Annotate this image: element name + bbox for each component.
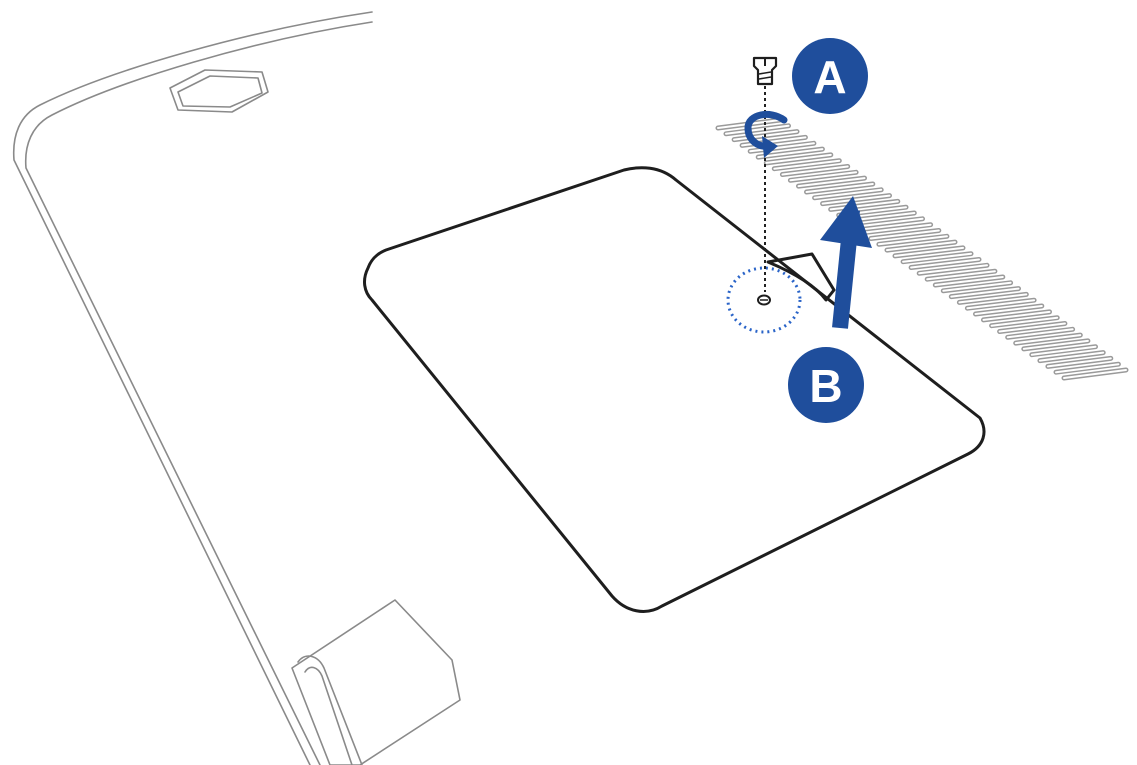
vent-slot-inner — [1022, 339, 1089, 350]
vent-slot-inner — [974, 305, 1043, 315]
vent-slot-inner — [942, 281, 1012, 292]
vent-slot-inner — [926, 270, 996, 281]
ventilation-grille — [715, 117, 1129, 381]
vent-slot-inner — [894, 246, 964, 257]
vent-slot-inner — [805, 183, 874, 193]
vent-slot-inner — [877, 235, 948, 246]
rubber-foot-bottom — [291, 599, 461, 765]
lift-up-arrow-icon — [820, 196, 872, 329]
vent-slot-inner — [958, 293, 1028, 304]
vent-slot-inner — [966, 299, 1036, 310]
vent-slot-inner — [869, 229, 940, 240]
step-label-b: B — [809, 360, 842, 412]
vent-slot-inner — [773, 159, 841, 170]
vent-slot-inner — [982, 310, 1051, 321]
vent-slot-inner — [1006, 328, 1074, 339]
vent-slot-inner — [749, 142, 815, 153]
vent-slot-inner — [934, 276, 1004, 286]
vent-slot-inner — [861, 223, 932, 234]
dotted-circle-highlight-icon — [726, 266, 802, 334]
bottom-panel-cover — [363, 166, 986, 613]
vent-slot-inner — [1046, 357, 1112, 368]
step-badge-a: A — [792, 38, 868, 114]
vent-slot-inner — [886, 241, 956, 252]
vent-slot-inner — [918, 264, 988, 275]
vent-slot-inner — [1014, 334, 1082, 345]
vent-slot-inner — [990, 316, 1059, 327]
vent-slot-inner — [1038, 351, 1105, 362]
vent-slot-inner — [950, 287, 1020, 298]
vent-slot-inner — [765, 153, 832, 164]
rubber-foot-top — [169, 69, 269, 113]
vent-slot-inner — [821, 194, 891, 205]
vent-slot-inner — [1030, 345, 1097, 356]
vent-slot-inner — [813, 188, 883, 199]
vent-slot-inner — [853, 217, 924, 228]
vent-slot-inner — [998, 322, 1066, 333]
vent-slot-inner — [757, 148, 824, 159]
counterclockwise-rotate-arrow-icon — [744, 110, 788, 158]
vent-slot-inner — [725, 124, 790, 135]
screw-hole — [757, 294, 771, 306]
vent-slot-inner — [910, 258, 980, 269]
step-label-a: A — [813, 51, 846, 103]
vent-slot-inner — [829, 200, 899, 211]
vent-slot-inner — [781, 165, 849, 176]
step-badge-b: B — [788, 347, 864, 423]
vent-slot-inner — [797, 177, 866, 188]
vent-slot-inner — [1063, 369, 1127, 379]
screw-icon — [752, 56, 778, 86]
vent-slot-inner — [902, 252, 972, 263]
laptop-chassis-edge — [12, 11, 373, 765]
vent-slot-inner — [789, 171, 858, 182]
vent-slot-inner — [1055, 363, 1120, 374]
